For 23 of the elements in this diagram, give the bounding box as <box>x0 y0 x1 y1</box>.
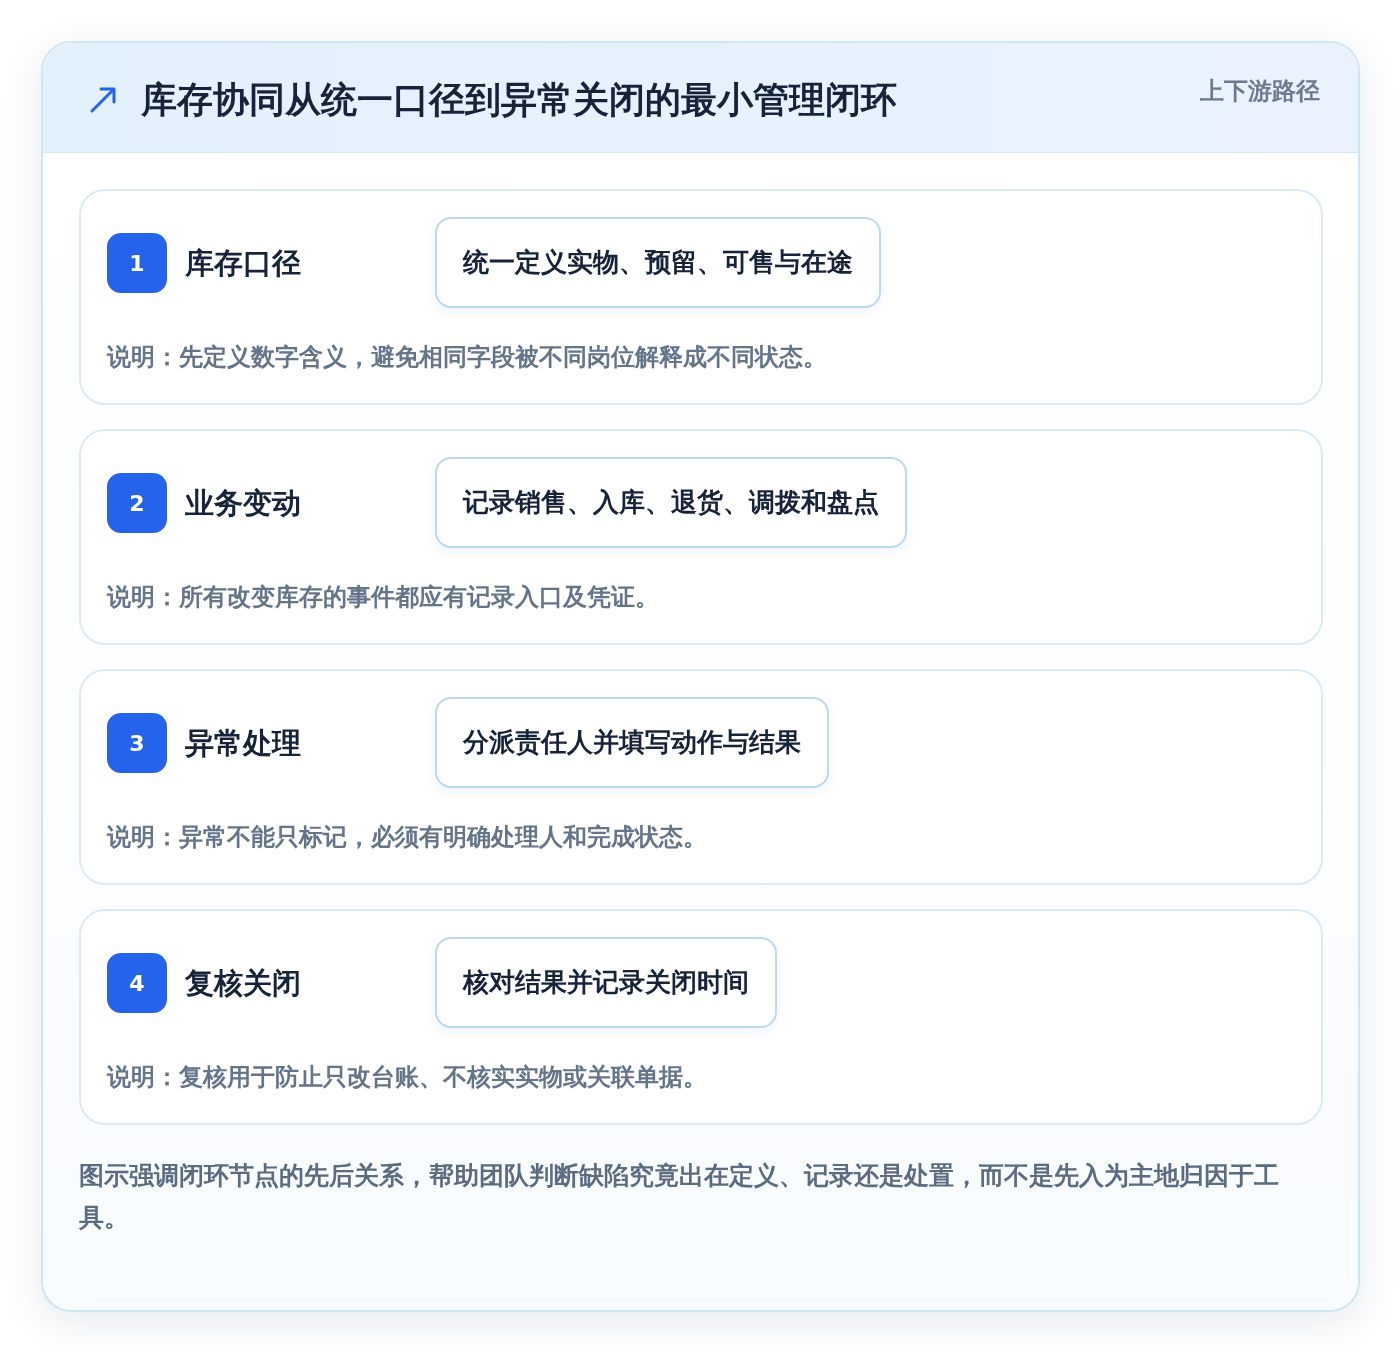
tag-label: 上下游路径 <box>1200 76 1320 107</box>
step-description: 说明：异常不能只标记，必须有明确处理人和完成状态。 <box>107 822 707 853</box>
step-card <box>79 189 1323 405</box>
step-heading: 复核关闭 <box>185 965 301 1002</box>
step-heading: 库存口径 <box>185 245 301 282</box>
action-pill: 统一定义实物、预留、可售与在途 <box>435 217 881 308</box>
step-description: 说明：所有改变库存的事件都应有记录入口及凭证。 <box>107 582 659 613</box>
step-number-badge: 1 <box>107 233 167 293</box>
step-card <box>79 909 1323 1125</box>
step-number-badge: 3 <box>107 713 167 773</box>
step-description: 说明：复核用于防止只改台账、不核实实物或关联单据。 <box>107 1062 707 1093</box>
step-card <box>79 429 1323 645</box>
action-pill: 分派责任人并填写动作与结果 <box>435 697 829 788</box>
action-pill: 核对结果并记录关闭时间 <box>435 937 777 1028</box>
step-description: 说明：先定义数字含义，避免相同字段被不同岗位解释成不同状态。 <box>107 342 827 373</box>
diagram-title: 库存协同从统一口径到异常关闭的最小管理闭环 <box>141 78 897 122</box>
step-card <box>79 669 1323 885</box>
step-number-badge: 4 <box>107 953 167 1013</box>
footnote: 图示强调闭环节点的先后关系，帮助团队判断缺陷究竟出在定义、记录还是处置，而不是先入为主地归因于工具。 <box>79 1160 1280 1234</box>
step-number-badge: 2 <box>107 473 167 533</box>
step-heading: 异常处理 <box>185 725 301 762</box>
step-heading: 业务变动 <box>185 485 301 522</box>
action-pill: 记录销售、入库、退货、调拨和盘点 <box>435 457 907 548</box>
